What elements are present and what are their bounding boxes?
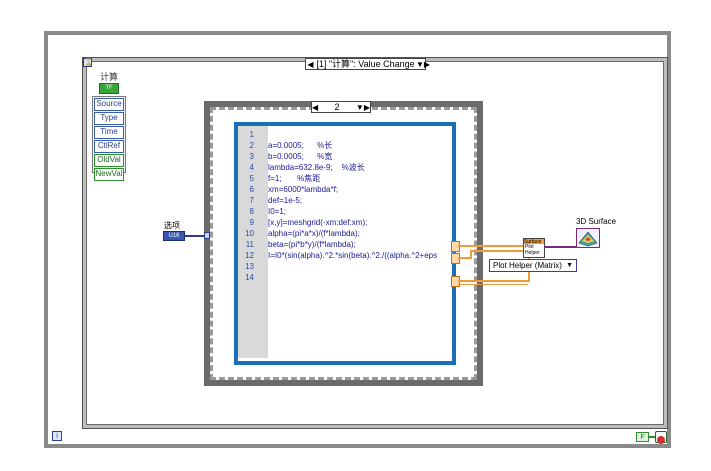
event-case-selector[interactable]: ◀ [1] "计算": Value Change ▼▶ [305,58,431,70]
sequence-case-label: 2 [334,101,340,112]
seq-prev-icon[interactable]: ◀ [312,102,319,112]
code-line[interactable]: xm=6000*lambda*f; [268,185,339,194]
wire-y-b [470,250,472,259]
surface-helper-line1: Plot [525,244,534,250]
code-line[interactable]: alpha=(pi*a*x)/(f*lambda); [268,229,360,238]
code-line[interactable]: def=1e-5; [268,196,303,205]
code-line[interactable]: [x,y]=meshgrid(-xm:def:xm); [268,218,368,227]
code-line[interactable]: f=1; %焦距 [268,174,321,183]
event-data-source[interactable]: Source [94,98,124,111]
event-data-ctlref[interactable]: CtlRef [94,140,124,153]
line-number: 11 [245,240,254,249]
line-number: 8 [249,207,254,216]
boolean-badge: TF [99,83,119,94]
stop-sign-icon [657,436,665,444]
line-number: 2 [249,141,254,150]
wire-x [458,245,524,247]
event-data-newval[interactable]: NewVal [94,168,124,181]
option-control-label: 选项 [164,221,180,230]
plot-helper-dropdown-icon[interactable]: ▼ [566,262,573,269]
plot-helper-value: Plot Helper (Matrix) [493,261,562,270]
event-timeout-icon[interactable]: ⌛ [83,58,93,67]
surface-helper-top: Surface [524,239,544,245]
case-dropdown-icon[interactable]: ▼▶ [416,59,431,69]
event-data-time[interactable]: Time [94,126,124,139]
sequence-case-selector[interactable]: ◀ 2 ▼▶ [311,101,371,113]
line-number: 6 [249,185,254,194]
line-number: 10 [245,229,254,238]
line-number: 12 [245,251,254,260]
prev-case-icon[interactable]: ◀ [307,59,314,69]
line-number: 1 [249,130,254,139]
line-number: 9 [249,218,254,227]
mathscript-node[interactable] [234,122,456,365]
line-number: 13 [245,262,254,271]
wire-i-a [458,280,530,282]
option-input-tunnel[interactable] [204,232,210,239]
calc-button-terminal[interactable]: 计算 TF [99,70,119,94]
code-line[interactable]: I=I0*(sin(alpha).^2.*sin(beta).^2./((alp… [268,251,438,260]
wire-option [185,235,205,237]
wire-y-a [458,257,470,259]
loop-iteration-terminal[interactable]: i [52,431,62,441]
event-case-label: [1] "计算": Value Change [316,58,415,69]
event-data-node[interactable]: Source Type Time CtlRef OldVal NewVal [92,96,126,181]
code-line[interactable]: b=0.0005; %宽 [268,152,333,161]
surface-indicator-label: 3D Surface [576,217,617,226]
wire-stop [649,436,655,438]
line-number: 14 [245,273,254,282]
line-number: 7 [249,196,254,205]
surface-indicator-terminal[interactable] [576,228,600,248]
code-line[interactable]: lambda=632.8e-9; %波长 [268,163,365,172]
wire-surface-out [545,246,577,248]
wire-i-c [458,284,528,285]
plot-helper-selector[interactable]: Plot Helper (Matrix) ▼ [489,259,577,272]
code-line[interactable]: I0=1; [268,207,287,216]
line-number: 4 [249,163,254,172]
line-number-gutter [238,126,268,358]
code-line[interactable]: beta=(pi*b*y)/(f*lambda); [268,240,356,249]
event-data-type[interactable]: Type [94,112,124,125]
seq-dropdown-icon[interactable]: ▼▶ [355,102,370,112]
loop-stop-constant[interactable]: F [636,432,649,442]
line-number: 5 [249,174,254,183]
wire-y-c [470,250,524,252]
surface-graph-icon [578,231,598,247]
surface-plot-helper-vi[interactable]: Surface Plot Helper [523,238,545,258]
code-line[interactable]: a=0.0005; %长 [268,141,333,150]
line-number: 3 [249,152,254,161]
surface-helper-line2: Helper [525,250,540,256]
calc-terminal-label: 计算 [99,72,118,82]
option-control-terminal[interactable]: U16 [163,231,185,241]
loop-condition-terminal[interactable] [655,431,667,444]
event-data-oldval[interactable]: OldVal [94,154,124,167]
